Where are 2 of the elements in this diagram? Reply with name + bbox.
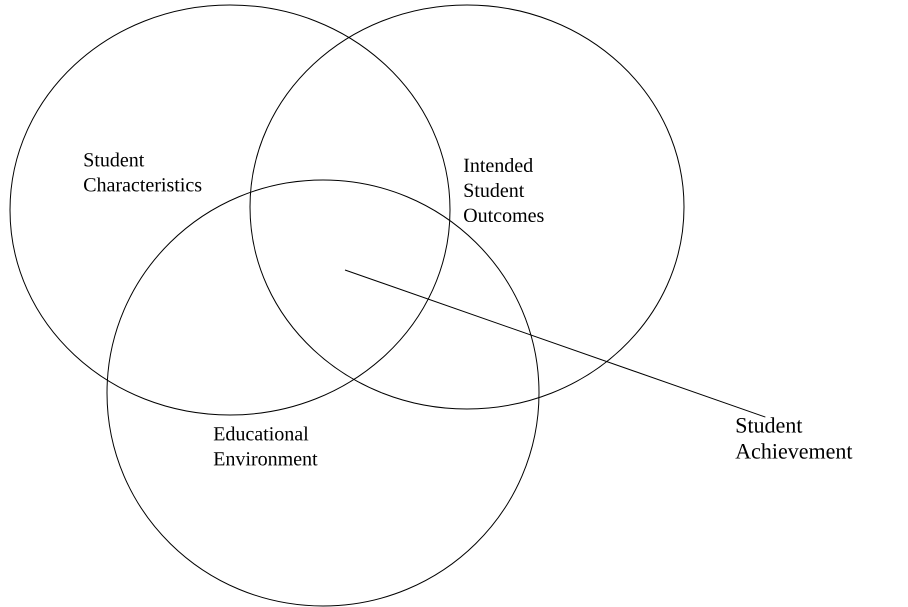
leader-line [344, 270, 766, 418]
callout-label: Student Achievement [735, 417, 852, 459]
